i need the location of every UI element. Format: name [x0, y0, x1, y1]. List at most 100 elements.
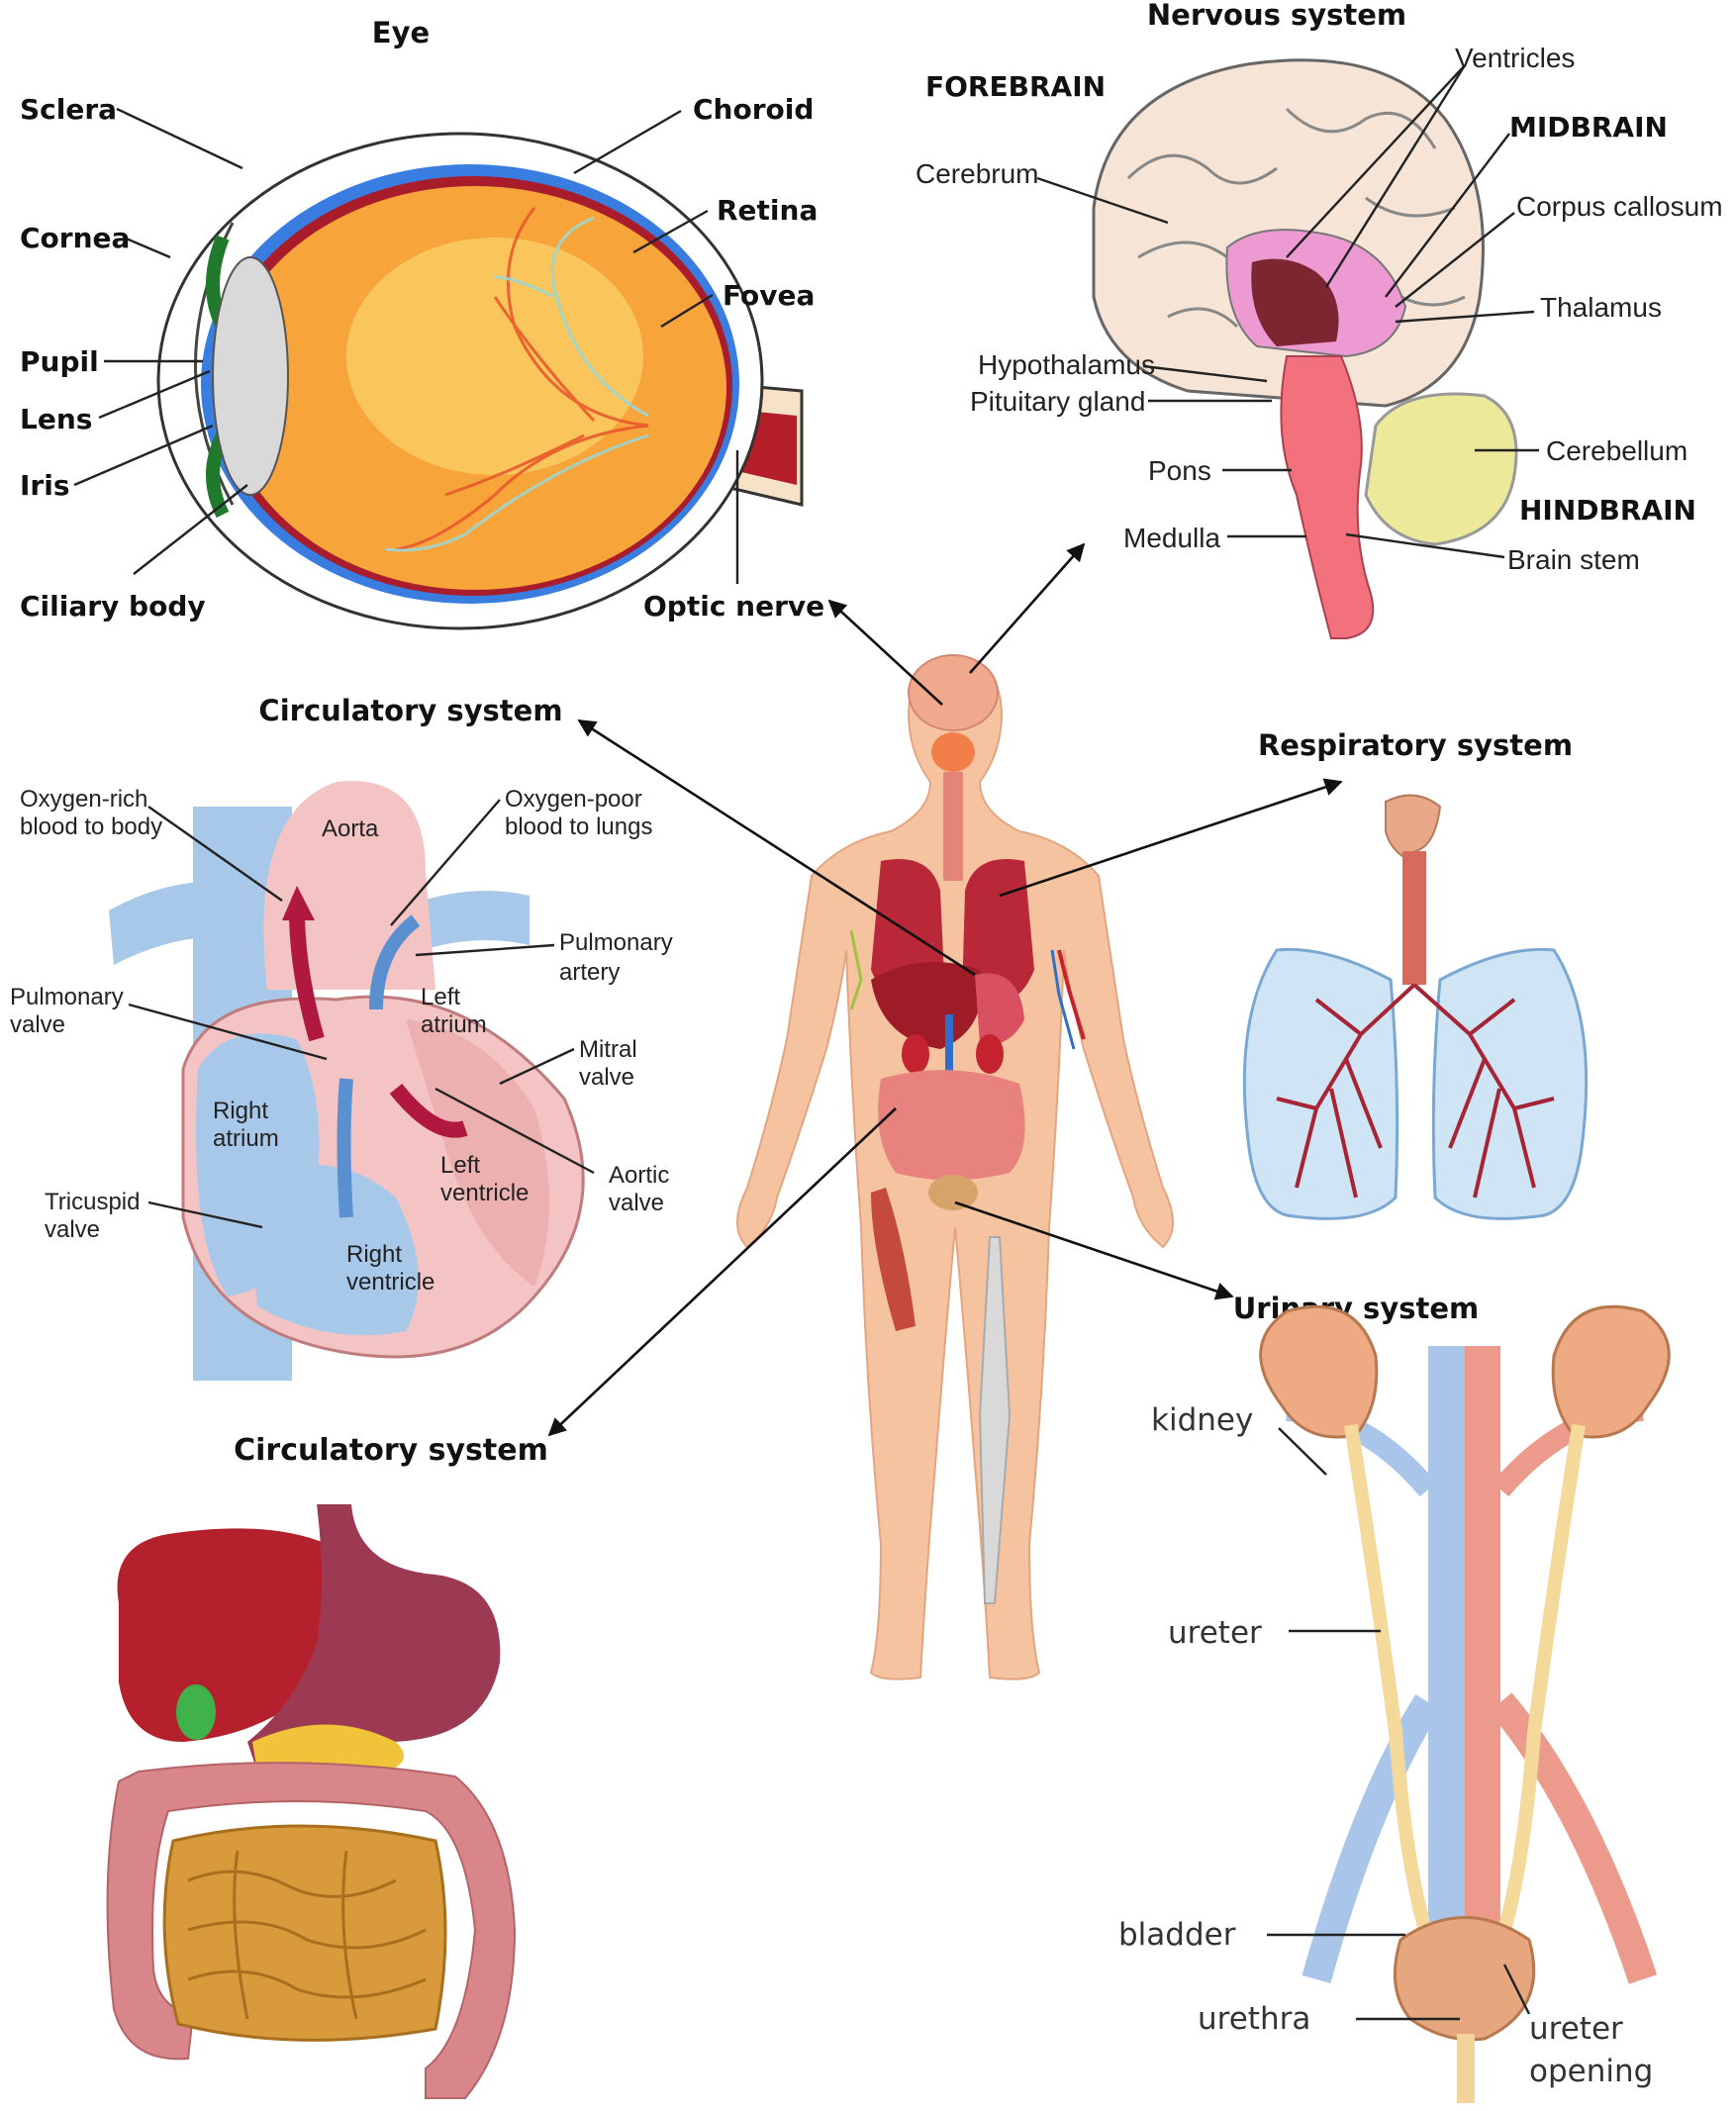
- label-ureter-opening-1: ureter: [1529, 2011, 1623, 2047]
- label-lens: Lens: [20, 403, 92, 435]
- arrow-to-circulatory-bottom: [547, 1107, 897, 1437]
- body-nerve: [849, 929, 863, 1010]
- label-mitral-valve-1: Mitral: [579, 1036, 637, 1063]
- eye-title: Eye: [372, 16, 430, 49]
- eye-nerve-fibers: [385, 216, 649, 552]
- left-flow-arrow: [389, 1083, 468, 1138]
- circulatory-title-bottom: Circulatory system: [234, 1433, 548, 1468]
- label-tricuspid-valve-1: Tricuspid: [45, 1189, 140, 1215]
- bronchial-tree: [1276, 983, 1555, 1199]
- pointer-arrows: [547, 542, 1343, 1437]
- heart-diagram: Circulatory system Oxygen-rich blood to …: [10, 694, 673, 1381]
- lungs-diagram: Respiratory system: [1242, 728, 1589, 1220]
- oxygen-rich-arrow: [289, 910, 325, 1042]
- brain-leader-lines: [1036, 64, 1539, 559]
- label-medulla: Medulla: [1123, 523, 1220, 553]
- label-pituitary: Pituitary gland: [970, 386, 1145, 417]
- label-iris: Iris: [20, 469, 70, 502]
- label-ureter: ureter: [1168, 1615, 1262, 1651]
- oxygen-rich-arrowhead: [282, 886, 315, 920]
- kidney-right: [1551, 1304, 1671, 1439]
- label-pulmonary-valve-2: valve: [10, 1011, 65, 1038]
- label-aortic-valve-2: valve: [609, 1190, 664, 1216]
- ureter-right: [1497, 1423, 1586, 1932]
- label-sclera: Sclera: [20, 93, 117, 126]
- label-pons: Pons: [1148, 455, 1211, 486]
- label-forebrain: FOREBRAIN: [925, 70, 1106, 103]
- label-cornea: Cornea: [20, 222, 130, 254]
- arrow-to-urinary: [954, 1200, 1234, 1300]
- label-thalamus: Thalamus: [1540, 292, 1662, 323]
- pulmonary-vein-left: [109, 881, 287, 965]
- label-brain-stem: Brain stem: [1507, 544, 1640, 575]
- digestive-liver: [117, 1528, 329, 1742]
- nervous-title: Nervous system: [1147, 0, 1406, 32]
- kidney-left: [1259, 1304, 1379, 1439]
- urinary-vena-cava: [1428, 1346, 1468, 1979]
- label-hindbrain: HINDBRAIN: [1519, 494, 1696, 527]
- right-ventricle-chamber: [247, 1165, 419, 1336]
- digestive-diagram: Circulatory system: [106, 1433, 548, 2099]
- label-left-atrium-2: atrium: [421, 1011, 487, 1038]
- eye-diagram: Eye: [20, 16, 824, 630]
- lungs-trachea: [1402, 851, 1426, 985]
- label-cerebrum: Cerebrum: [916, 158, 1038, 189]
- body-larynx: [931, 732, 975, 772]
- digestive-stomach: [247, 1504, 501, 1772]
- label-fovea: Fovea: [723, 279, 815, 312]
- label-pupil: Pupil: [20, 345, 99, 378]
- urethra-tube: [1457, 2034, 1475, 2103]
- body-kidney-right: [976, 1034, 1004, 1074]
- label-bladder: bladder: [1118, 1917, 1236, 1953]
- label-cerebellum: Cerebellum: [1546, 435, 1688, 466]
- urinary-diagram: Urinary system kidney ureter bladder ure…: [1118, 1292, 1671, 2103]
- label-left-atrium-1: Left: [421, 984, 460, 1010]
- label-aorta: Aorta: [322, 816, 379, 842]
- intestine-loops: [187, 1850, 427, 2020]
- ureter-left: [1344, 1423, 1432, 1932]
- arrow-to-eye: [827, 599, 943, 706]
- circulatory-title-top: Circulatory system: [258, 694, 562, 727]
- label-right-ventricle-1: Right: [346, 1241, 402, 1268]
- eye-lens: [212, 256, 289, 496]
- left-ventricle-chamber: [406, 1019, 549, 1287]
- label-midbrain: MIDBRAIN: [1509, 111, 1668, 144]
- brain-stem: [1280, 355, 1375, 639]
- label-mitral-valve-2: valve: [579, 1064, 634, 1091]
- body-liver: [871, 962, 982, 1049]
- urinary-bladder: [1393, 1916, 1536, 2042]
- label-hypothalamus: Hypothalamus: [978, 349, 1155, 380]
- arrow-to-circulatory-top: [577, 719, 976, 977]
- body-stomach: [975, 973, 1024, 1045]
- brain-thalamus: [1251, 258, 1339, 346]
- lungs-larynx: [1385, 794, 1442, 863]
- arrow-to-nervous: [969, 542, 1086, 674]
- label-oxygen-poor-2: blood to lungs: [505, 814, 652, 840]
- eye-highlight: [346, 238, 643, 475]
- iliac-artery-right: [1489, 1692, 1658, 1984]
- brain-diagram: Nervous system: [916, 0, 1723, 639]
- label-ureter-opening-2: opening: [1529, 2054, 1653, 2089]
- digestive-colon: [106, 1762, 517, 2099]
- urinary-aorta: [1465, 1346, 1500, 1979]
- label-left-ventricle-1: Left: [440, 1152, 480, 1179]
- arrow-to-respiratory: [999, 778, 1343, 898]
- label-right-atrium-1: Right: [213, 1098, 268, 1124]
- body-leg-bone: [978, 1236, 1012, 1604]
- left-lung: [1242, 947, 1399, 1220]
- label-oxygen-rich-2: blood to body: [20, 814, 162, 840]
- body-trachea: [943, 772, 963, 881]
- label-aortic-valve-1: Aortic: [609, 1162, 669, 1189]
- body-arm-vein: [1050, 949, 1076, 1050]
- body-vena-cava: [945, 1014, 953, 1094]
- label-corpus-callosum: Corpus callosum: [1516, 191, 1723, 222]
- right-flow-arrow: [337, 1078, 353, 1218]
- respiratory-title: Respiratory system: [1258, 728, 1573, 762]
- heart-leader-lines: [128, 799, 595, 1229]
- right-lung: [1431, 947, 1589, 1220]
- body-bladder: [928, 1175, 978, 1210]
- label-ventricles: Ventricles: [1455, 43, 1575, 73]
- label-pulmonary-artery-1: Pulmonary: [559, 929, 673, 956]
- label-right-ventricle-2: ventricle: [346, 1269, 434, 1295]
- body-brain: [908, 654, 999, 731]
